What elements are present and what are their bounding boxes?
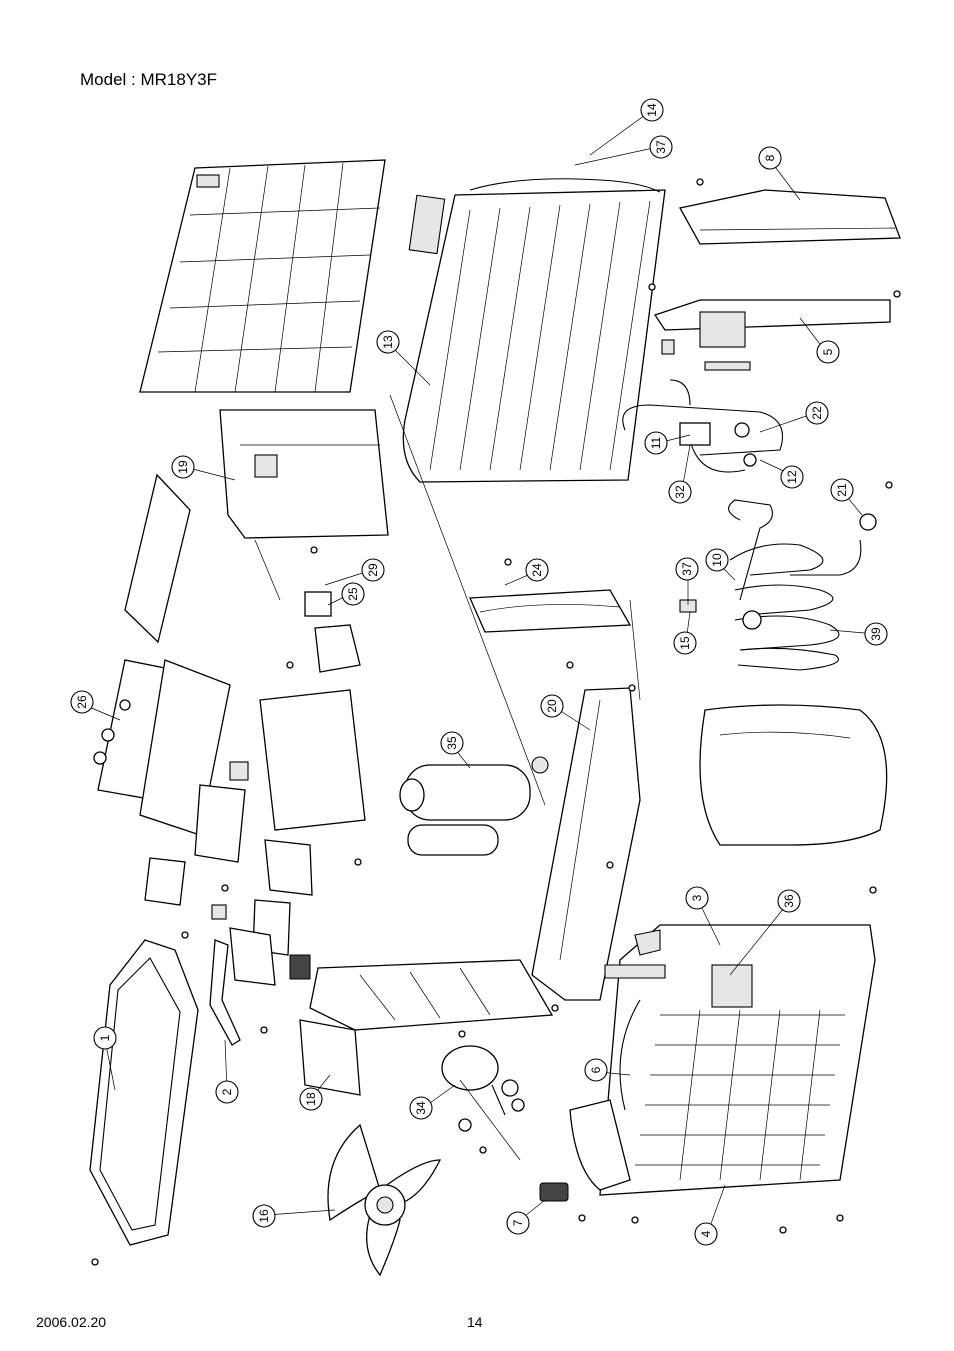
callout-13: 13 (376, 330, 400, 354)
screws (91, 178, 901, 1266)
callout-label: 32 (673, 485, 687, 499)
seal-strip-2 (209, 939, 241, 1046)
callout-21: 21 (830, 478, 854, 502)
callout-8: 8 (758, 146, 782, 170)
part-8-cover (679, 189, 901, 245)
callout-25: 25 (341, 582, 365, 606)
callout-18: 18 (299, 1087, 323, 1111)
callout-label: 36 (782, 894, 796, 908)
callout-label: 35 (445, 736, 459, 750)
callout-label: 21 (835, 483, 849, 497)
callout-11: 11 (644, 431, 668, 455)
callout-37-lower: 37 (675, 557, 699, 581)
part-5-bracket (653, 299, 891, 371)
callout-14: 14 (640, 98, 664, 122)
callout-12: 12 (780, 465, 804, 489)
callout-label: 6 (589, 1066, 603, 1073)
service-valve-assembly (622, 379, 784, 473)
callout-label: 37 (680, 562, 694, 576)
callout-label: 15 (678, 636, 692, 650)
callout-6: 6 (584, 1058, 608, 1082)
callout-label: 18 (304, 1092, 318, 1106)
cord-bushing-7 (539, 1182, 569, 1202)
electrical-box (144, 689, 366, 986)
callout-label: 7 (511, 1219, 525, 1226)
callout-29: 29 (361, 558, 385, 582)
compressor-sound-cover (699, 704, 888, 846)
page-number: 14 (467, 1314, 483, 1330)
callout-label: 19 (176, 460, 190, 474)
valve-21 (790, 513, 877, 576)
callout-label: 5 (821, 348, 835, 355)
callout-label: 26 (75, 695, 89, 709)
callout-37-top: 37 (649, 135, 673, 159)
front-frame (89, 939, 199, 1246)
callout-label: 24 (530, 563, 544, 577)
insulation-panel (124, 473, 191, 644)
callout-16: 16 (252, 1204, 276, 1228)
control-box-cover (219, 409, 389, 539)
callout-5: 5 (816, 340, 840, 364)
callout-2: 2 (215, 1080, 239, 1104)
callout-label: 14 (645, 103, 659, 117)
callout-label: 25 (346, 587, 360, 601)
air-filter-grille (139, 159, 386, 393)
callout-36: 36 (777, 889, 801, 913)
callout-label: 39 (869, 627, 883, 641)
callout-22: 22 (805, 401, 829, 425)
terminal-block (304, 591, 361, 673)
partition-18 (299, 959, 554, 1096)
callout-24: 24 (525, 558, 549, 582)
callout-label: 34 (414, 1101, 428, 1115)
callout-label: 29 (366, 563, 380, 577)
callout-19: 19 (171, 455, 195, 479)
callout-39: 39 (864, 622, 888, 646)
callout-label: 37 (654, 140, 668, 154)
compressor (399, 756, 549, 856)
callout-32: 32 (668, 480, 692, 504)
callout-1: 1 (93, 1026, 117, 1050)
callout-label: 16 (257, 1209, 271, 1223)
callout-10: 10 (705, 548, 729, 572)
callout-label: 12 (785, 470, 799, 484)
callout-15: 15 (673, 631, 697, 655)
callout-label: 13 (381, 335, 395, 349)
callout-label: 4 (699, 1230, 713, 1237)
callout-4: 4 (694, 1222, 718, 1246)
tube-holder-24 (469, 589, 632, 633)
callout-label: 8 (763, 154, 777, 161)
model-title: Model : MR18Y3F (80, 70, 217, 89)
callout-7: 7 (506, 1211, 530, 1235)
callout-label: 20 (545, 699, 559, 713)
evaporator-coil (402, 178, 666, 483)
callout-label: 1 (98, 1034, 112, 1041)
callout-20: 20 (540, 694, 564, 718)
callout-label: 2 (220, 1088, 234, 1095)
callout-26: 26 (70, 690, 94, 714)
refrigerant-piping (679, 499, 840, 671)
callout-label: 22 (810, 406, 824, 420)
callout-label: 10 (710, 553, 724, 567)
callout-34: 34 (409, 1096, 433, 1120)
callout-label: 11 (649, 436, 663, 449)
base-plate (531, 687, 641, 1001)
fan-guard (569, 999, 641, 1191)
callout-35: 35 (440, 731, 464, 755)
fan-motor (441, 1045, 525, 1132)
callout-3: 3 (685, 886, 709, 910)
rear-panel (599, 924, 876, 1196)
propeller-fan (327, 1123, 442, 1277)
callout-label: 3 (690, 894, 704, 901)
footer-date: 2006.02.20 (36, 1314, 107, 1330)
